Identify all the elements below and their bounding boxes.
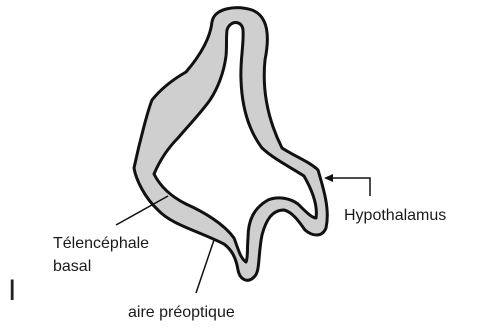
label-telencephale-line1: Télencéphale: [53, 235, 149, 252]
ventricle-cavity: [154, 23, 316, 263]
label-aire-preoptique: aire préoptique: [128, 304, 235, 321]
corner-mark: I: [8, 274, 16, 307]
label-telencephale-line2: basal: [53, 258, 91, 275]
label-hypothalamus: Hypothalamus: [344, 207, 446, 224]
hypothalamus-arrowhead: [324, 174, 333, 182]
preoptique-pointer: [196, 240, 214, 293]
hypothalamus-pointer: [330, 178, 370, 196]
